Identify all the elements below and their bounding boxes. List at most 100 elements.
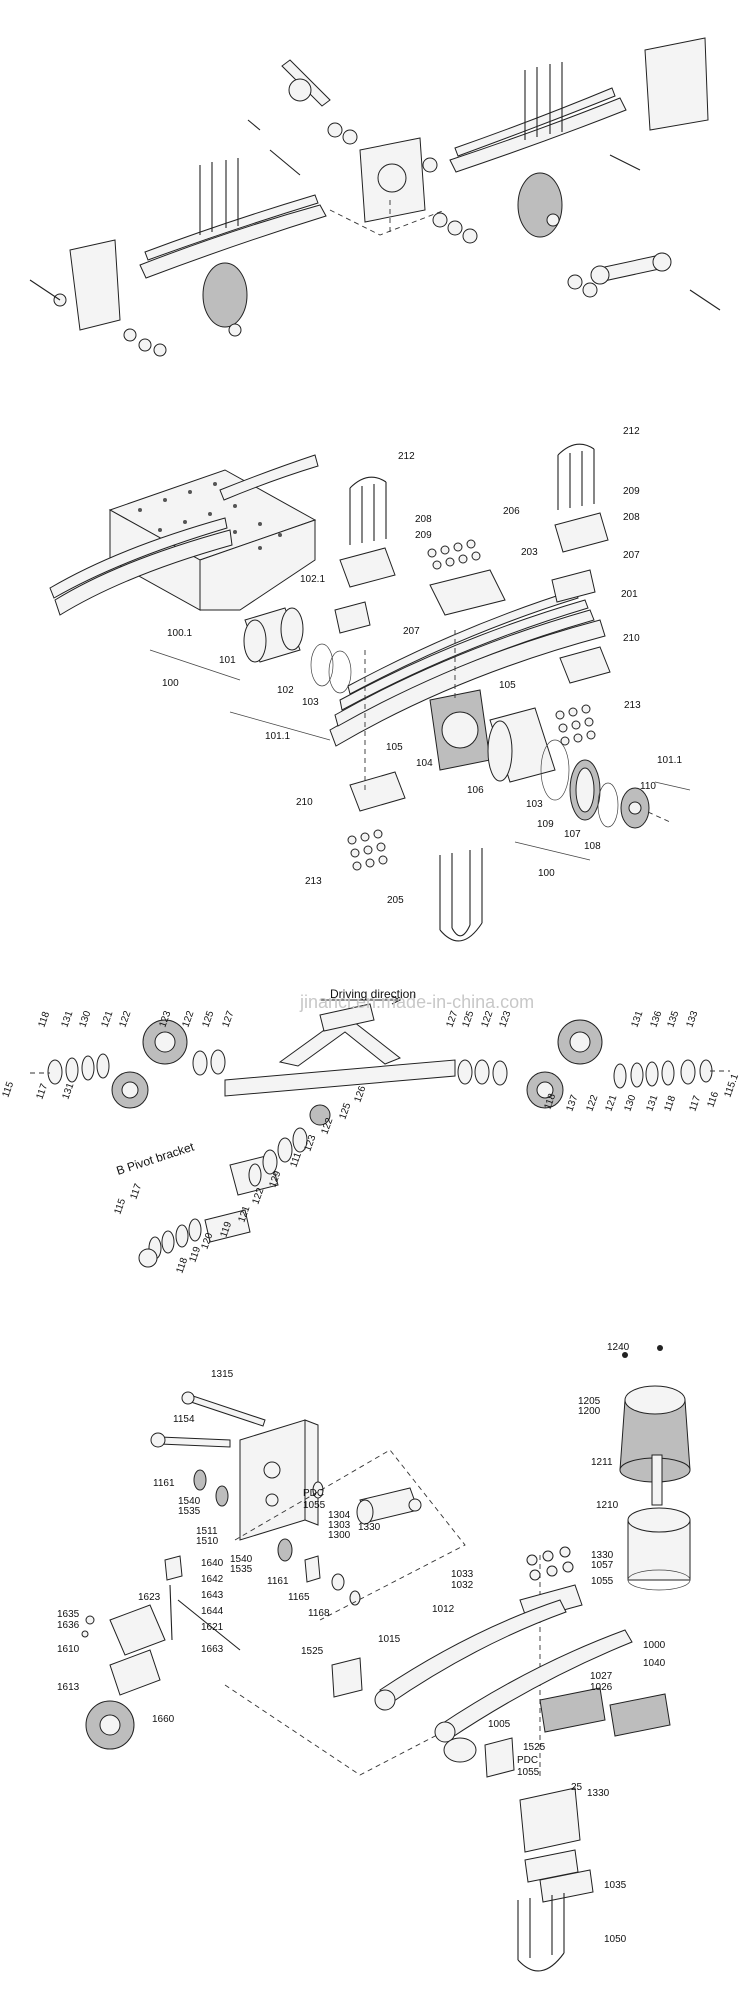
part-number-label: 1168 [308, 1608, 330, 1619]
part-number-label: 127 [220, 1009, 236, 1029]
part-number-label: 118 [662, 1094, 678, 1113]
part-number-label: 1050 [604, 1934, 627, 1945]
part-number-label: 208 [415, 514, 432, 525]
part-number-label: 213 [624, 700, 641, 711]
part-number-label: 1005 [488, 1719, 511, 1730]
part-number-label: 105 [386, 742, 403, 753]
part-number-label: 103 [526, 799, 543, 810]
part-number-label: 206 [503, 506, 520, 517]
part-number-label: 1621 [201, 1622, 224, 1633]
part-number-label: 122 [117, 1009, 133, 1029]
section-4-air-suspension [81, 1345, 691, 1972]
part-number-label: 109 [537, 819, 554, 830]
part-number-label: PDC [517, 1755, 538, 1766]
part-number-label: 1055 [591, 1576, 614, 1587]
part-number-label: 210 [623, 633, 640, 644]
part-number-label: 1211 [591, 1457, 613, 1468]
part-number-label: PDC [303, 1488, 324, 1499]
part-number-label: 1012 [432, 1604, 455, 1615]
part-number-label: 1161 [153, 1478, 175, 1489]
part-number-label: 115.1 [722, 1072, 741, 1099]
part-number-label: 130 [622, 1093, 638, 1113]
part-number-label: 118 [174, 1256, 190, 1275]
part-number-label: 1055 [517, 1767, 540, 1778]
part-number-label: 1640 [201, 1558, 224, 1569]
part-number-label: 1210 [596, 1500, 619, 1511]
part-number-label: 1205 [578, 1396, 601, 1407]
driving-direction-label: Driving direction [330, 987, 416, 1001]
part-number-label: 1161 [267, 1576, 289, 1587]
part-number-label: 1055 [303, 1500, 326, 1511]
part-number-label: 103 [302, 697, 319, 708]
part-number-label: 201 [621, 589, 638, 600]
part-number-label: 118 [36, 1010, 52, 1029]
part-number-label: 111 [288, 1151, 304, 1169]
section-3-cross-shaft [30, 995, 730, 1268]
part-number-label: 117 [687, 1094, 703, 1113]
part-number-label: 1610 [57, 1644, 80, 1655]
part-number-label: 213 [305, 876, 322, 887]
part-number-label: 208 [623, 512, 640, 523]
part-number-label: 1644 [201, 1606, 224, 1617]
part-number-label: 205 [387, 895, 404, 906]
part-number-label: 209 [415, 530, 432, 541]
part-number-label: 121 [236, 1204, 252, 1224]
part-number-label: 131 [59, 1009, 75, 1029]
part-number-label: 125 [460, 1009, 476, 1029]
part-number-label: 121 [99, 1009, 115, 1029]
part-number-label: 1660 [152, 1714, 175, 1725]
part-number-label: 1525 [301, 1646, 324, 1657]
part-number-label: 207 [403, 626, 420, 637]
part-number-label: 207 [623, 550, 640, 561]
part-number-label: 125 [337, 1101, 353, 1121]
pivot-bracket-title: B Pivot bracket [115, 1139, 197, 1177]
section-4-part-labels: 131512401154120512001161PDC1055154015351… [57, 1342, 666, 1945]
part-number-label: 122 [479, 1009, 495, 1029]
part-number-label: 1015 [378, 1634, 401, 1645]
part-number-label: 115 [112, 1197, 128, 1216]
part-number-label: 117 [34, 1082, 50, 1101]
part-number-label: 117 [128, 1182, 144, 1201]
part-number-label: 122 [584, 1093, 600, 1113]
part-number-label: 1315 [211, 1369, 234, 1380]
part-number-label: 126 [352, 1084, 368, 1104]
section-1-tandem-suspension [29, 37, 721, 357]
part-number-label: 116 [705, 1090, 721, 1109]
part-number-label: 25 [571, 1782, 583, 1793]
part-number-label: 130 [77, 1009, 93, 1029]
part-number-label: 115 [0, 1080, 16, 1099]
part-number-label: 127 [444, 1009, 460, 1029]
part-number-label: 108 [584, 841, 601, 852]
part-number-label: 102 [277, 685, 294, 696]
part-number-label: 107 [564, 829, 581, 840]
part-number-label: 118 [542, 1092, 558, 1111]
section-2-part-labels: 212212208209206203209208207102.120720121… [162, 426, 682, 906]
part-number-label: 1000 [643, 1640, 666, 1651]
part-number-label: 1057 [591, 1560, 614, 1571]
part-number-label: 106 [467, 785, 484, 796]
part-number-label: 1300 [328, 1530, 351, 1541]
part-number-label: 1540 [230, 1554, 253, 1565]
part-number-label: 1027 [590, 1671, 613, 1682]
part-number-label: 212 [398, 451, 415, 462]
part-number-label: 1510 [196, 1536, 219, 1547]
part-number-label: 102.1 [300, 574, 325, 585]
part-number-label: 1035 [604, 1880, 627, 1891]
part-number-label: 100 [538, 868, 555, 879]
section-2-axle-spring-assembly [49, 443, 691, 942]
part-number-label: 1032 [451, 1580, 474, 1591]
part-number-label: 135 [665, 1009, 681, 1029]
part-number-label: 1635 [57, 1609, 80, 1620]
part-number-label: 1240 [607, 1342, 630, 1353]
part-number-label: 100.1 [167, 628, 192, 639]
part-number-label: 1663 [201, 1644, 224, 1655]
part-number-label: 125 [200, 1009, 216, 1029]
part-number-label: 105 [499, 680, 516, 691]
part-number-label: 203 [521, 547, 538, 558]
part-number-label: 1033 [451, 1569, 474, 1580]
part-number-label: 133 [684, 1009, 700, 1029]
part-number-label: 110 [640, 781, 656, 792]
part-number-label: 209 [623, 486, 640, 497]
part-number-label: 122 [180, 1009, 196, 1029]
